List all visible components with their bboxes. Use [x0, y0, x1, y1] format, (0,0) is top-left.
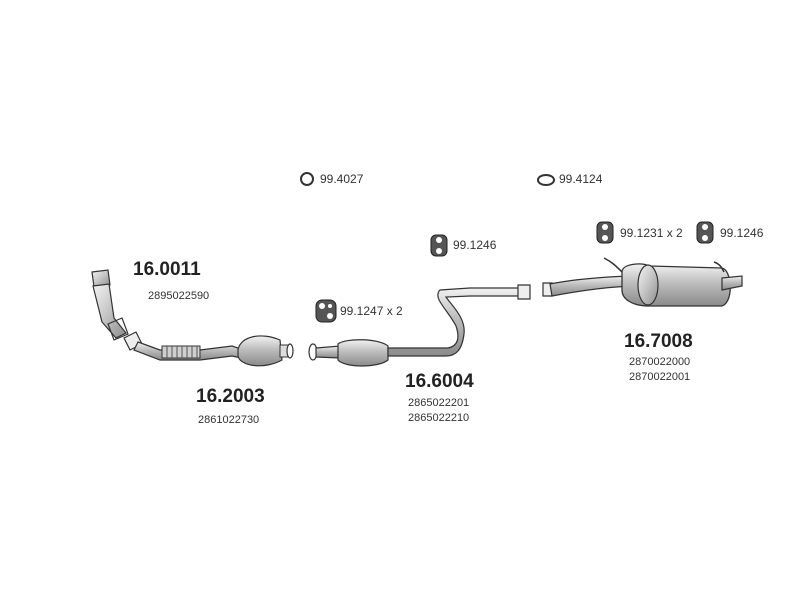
rubber-hanger-icon — [596, 221, 614, 244]
catalyst-pipe-16-2003 — [123, 331, 294, 367]
part-number-label: 16.0011 — [133, 259, 201, 280]
oval-gasket-icon — [537, 174, 555, 186]
gasket-code-label: 99.4124 — [559, 172, 603, 186]
part-number-label: 16.7008 — [624, 331, 693, 352]
twin-hanger-icon — [315, 299, 337, 323]
part-number-label: 16.2003 — [196, 386, 265, 407]
hanger-code-label: 99.1231 x 2 — [620, 226, 683, 240]
oe-number-label: 2861022730 — [198, 414, 260, 426]
centre-pipe-16-6004 — [308, 284, 531, 367]
rear-silencer-16-7008 — [542, 257, 743, 307]
oe-number-label: 2895022590 — [148, 290, 210, 302]
oe-number-label: 2870022000 — [629, 356, 691, 368]
rubber-hanger-icon — [430, 234, 448, 257]
hanger-code-label: 99.1247 x 2 — [340, 304, 403, 318]
part-number-label: 16.6004 — [405, 371, 474, 392]
oe-number-label: 2865022201 — [408, 397, 470, 409]
oe-number-label: 2865022210 — [408, 412, 470, 424]
oe-number-label: 2870022001 — [629, 371, 691, 383]
front-pipe-16-0011 — [91, 269, 129, 341]
rubber-hanger-icon — [696, 221, 714, 244]
gasket-code-label: 99.4027 — [320, 172, 364, 186]
ring-gasket-icon — [300, 172, 314, 186]
hanger-code-label: 99.1246 — [720, 226, 764, 240]
hanger-code-label: 99.1246 — [453, 238, 497, 252]
